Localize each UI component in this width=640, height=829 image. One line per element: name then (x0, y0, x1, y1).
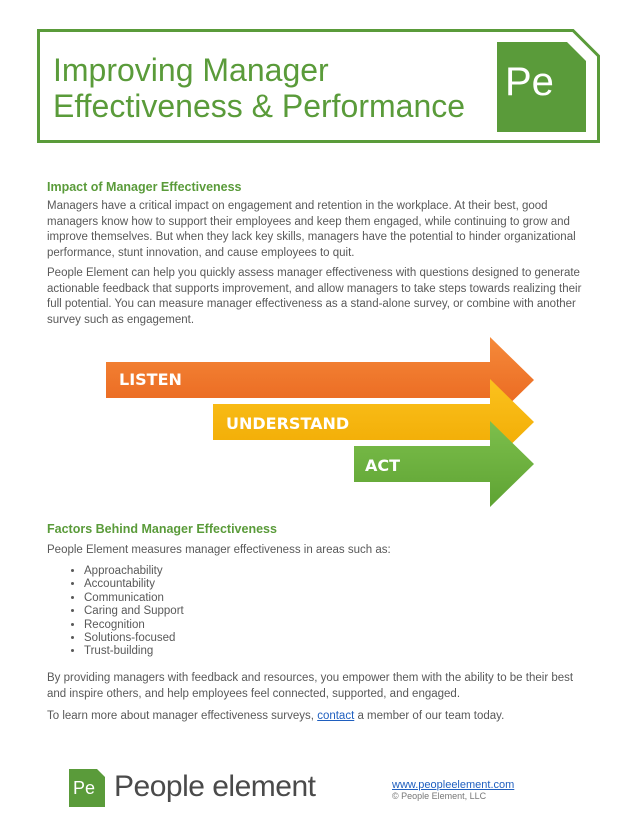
footer-logo-text: Pe (73, 778, 96, 798)
listen-understand-act-graphic: LISTEN UNDERSTAND ACT (100, 335, 540, 510)
factors-heading: Factors Behind Manager Effectiveness (47, 522, 277, 536)
cta-paragraph: To learn more about manager effectivenes… (47, 709, 592, 725)
understand-label: UNDERSTAND (226, 414, 350, 433)
header-logo: Pe (497, 42, 586, 132)
impact-paragraph-2: People Element can help you quickly asse… (47, 267, 582, 326)
list-item: Caring and Support (84, 605, 184, 618)
list-item: Recognition (84, 619, 184, 632)
understand-arrow (213, 379, 534, 465)
impact-paragraph-1: Managers have a critical impact on engag… (47, 200, 576, 259)
listen-label: LISTEN (119, 370, 182, 389)
copyright-text: © People Element, LLC (392, 791, 487, 801)
title-line-2: Effectiveness & Performance (53, 88, 466, 124)
list-item: Accountability (84, 578, 184, 591)
website-link[interactable]: www.peopleelement.com (392, 779, 515, 791)
listen-arrow (106, 337, 534, 423)
cta-text-before: To learn more about manager effectivenes… (47, 710, 318, 722)
act-label: ACT (365, 456, 401, 475)
footer-logo: Pe (69, 769, 105, 807)
page-title: Improving Manager Effectiveness & Perfor… (53, 52, 493, 124)
list-item: Communication (84, 592, 184, 605)
contact-link[interactable]: contact (317, 710, 355, 722)
list-item: Solutions-focused (84, 632, 184, 645)
header-logo-text: Pe (505, 60, 554, 104)
factors-intro: People Element measures manager effectiv… (47, 544, 391, 556)
impact-heading: Impact of Manager Effectiveness (47, 180, 242, 194)
header-frame (37, 29, 600, 143)
cta-text-after: a member of our team today. (354, 710, 505, 722)
list-item: Approachability (84, 565, 184, 578)
act-arrow (354, 421, 534, 507)
title-line-1: Improving Manager (53, 52, 329, 88)
footer-brand-name: People element (114, 770, 316, 803)
closing-paragraph: By providing managers with feedback and … (47, 672, 574, 700)
factors-list: Approachability Accountability Communica… (62, 565, 184, 659)
list-item: Trust-building (84, 645, 184, 658)
